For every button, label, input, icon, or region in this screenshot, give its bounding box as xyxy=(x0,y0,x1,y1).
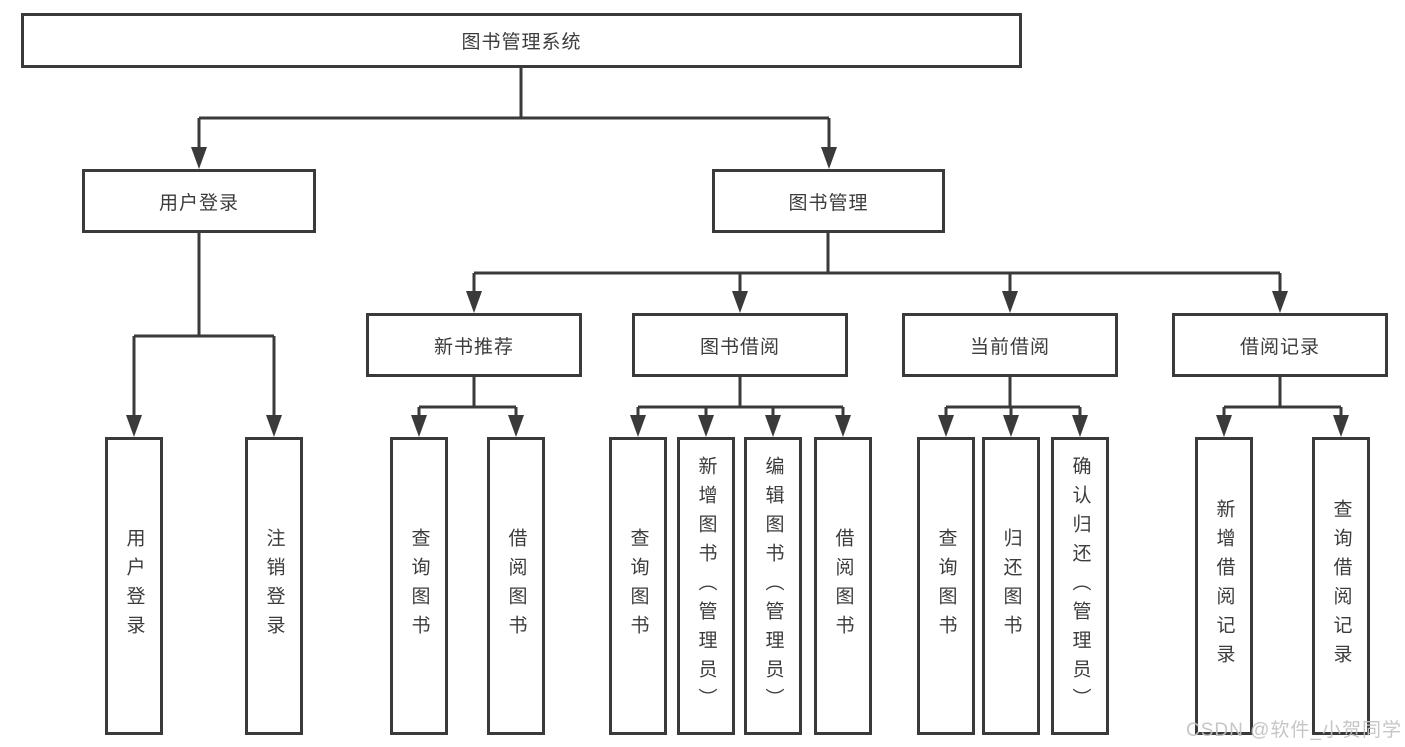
leaf-edit-books-admin: 编辑图书（管理员） xyxy=(744,437,802,735)
leaf-borrow-books-label: 借阅图书 xyxy=(832,528,854,644)
node-root-library-management-system: 图书管理系统 xyxy=(21,13,1022,68)
csdn-watermark: CSDN @软件_小贺同学 xyxy=(1186,720,1402,741)
leaf-query-borrow-record: 查询借阅记录 xyxy=(1312,437,1370,735)
leaf-add-borrow-record: 新增借阅记录 xyxy=(1195,437,1253,735)
leaf-borrow-books-recommend: 借阅图书 xyxy=(487,437,545,735)
leaf-add-borrow-record-label: 新增借阅记录 xyxy=(1213,499,1235,673)
node-new-book-recommend-label: 新书推荐 xyxy=(433,336,514,358)
leaf-user-login: 用户登录 xyxy=(105,437,163,735)
leaf-confirm-return-admin: 确认归还（管理员） xyxy=(1051,437,1109,735)
node-root-label: 图书管理系统 xyxy=(461,32,582,53)
node-borrow-records-label: 借阅记录 xyxy=(1239,336,1320,358)
leaf-add-books-admin-label: 新增图书（管理员） xyxy=(695,455,717,717)
node-user-login: 用户登录 xyxy=(82,169,316,233)
leaf-logout: 注销登录 xyxy=(245,437,303,735)
node-book-management-label: 图书管理 xyxy=(788,192,869,214)
leaf-user-login-label: 用户登录 xyxy=(123,528,145,644)
leaf-borrow-books: 借阅图书 xyxy=(814,437,872,735)
leaf-logout-label: 注销登录 xyxy=(263,528,285,644)
node-current-borrowing: 当前借阅 xyxy=(902,313,1118,377)
leaf-query-borrow-record-label: 查询借阅记录 xyxy=(1330,499,1352,673)
leaf-query-books-current: 查询图书 xyxy=(917,437,975,735)
node-current-borrowing-label: 当前借阅 xyxy=(969,336,1050,358)
node-borrow-records: 借阅记录 xyxy=(1172,313,1388,377)
leaf-return-books: 归还图书 xyxy=(982,437,1040,735)
leaf-query-books-borrowing: 查询图书 xyxy=(609,437,667,735)
leaf-return-books-label: 归还图书 xyxy=(1000,528,1022,644)
leaf-query-books-recommend-label: 查询图书 xyxy=(408,528,430,644)
node-new-book-recommend: 新书推荐 xyxy=(366,313,582,377)
leaf-query-books-borrowing-label: 查询图书 xyxy=(627,528,649,644)
leaf-edit-books-admin-label: 编辑图书（管理员） xyxy=(762,455,784,717)
node-user-login-label: 用户登录 xyxy=(158,192,239,214)
leaf-add-books-admin: 新增图书（管理员） xyxy=(677,437,735,735)
leaf-borrow-books-recommend-label: 借阅图书 xyxy=(505,528,527,644)
node-book-borrowing-label: 图书借阅 xyxy=(699,336,780,358)
node-book-management: 图书管理 xyxy=(712,169,945,233)
node-book-borrowing: 图书借阅 xyxy=(632,313,848,377)
leaf-query-books-current-label: 查询图书 xyxy=(935,528,957,644)
leaf-query-books-recommend: 查询图书 xyxy=(390,437,448,735)
leaf-confirm-return-admin-label: 确认归还（管理员） xyxy=(1069,455,1091,717)
